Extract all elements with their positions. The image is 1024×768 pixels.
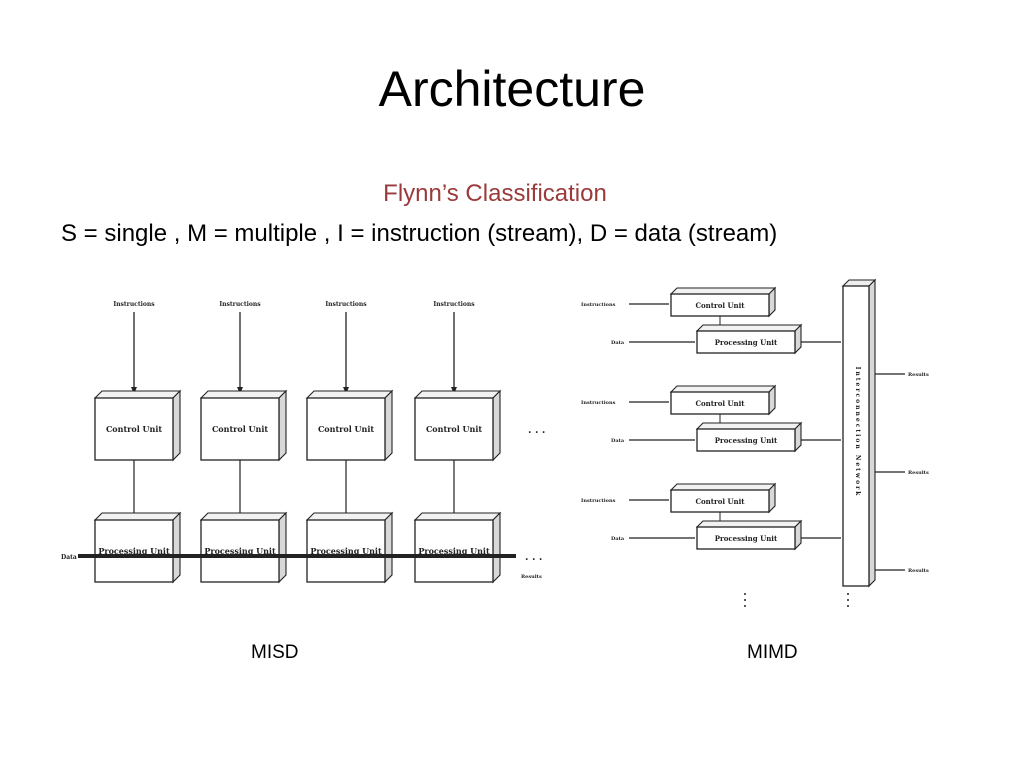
mimd-control-unit-1-top (669, 287, 777, 295)
mimd-instructions-label-1: Instructions (581, 302, 616, 308)
mimd-processing-unit-label-3: Processing Unit (715, 534, 778, 543)
mimd-unit-ellipsis-dot-1 (744, 593, 746, 595)
misd-processing-unit-1-side (172, 511, 181, 584)
mimd-processing-unit-3 (696, 526, 796, 550)
misd-processing-unit-label-4: Processing Unit (418, 546, 490, 556)
mimd-results-label-2: Results (908, 470, 929, 476)
misd-control-unit-label-1: Control Unit (106, 424, 162, 434)
misd-processing-unit-4-top (413, 512, 502, 521)
misd-processing-unit-3-side (384, 511, 393, 584)
misd-processing-unit-4 (414, 519, 494, 583)
misd-processing-unit-label-2: Processing Unit (204, 546, 276, 556)
mimd-interconnection-network (842, 285, 870, 587)
misd-processing-unit-1-top (93, 512, 182, 521)
mimd-control-unit-label-3: Control Unit (695, 497, 745, 506)
misd-control-unit-1-top (93, 390, 182, 399)
mimd-data-label-1: Data (611, 340, 625, 346)
mimd-processing-unit-1 (696, 330, 796, 354)
slide-subtitle: Flynn’s Classification (383, 180, 607, 207)
misd-control-unit-3-side (384, 389, 393, 462)
mimd-processing-unit-label-2: Processing Unit (715, 436, 778, 445)
mimd-unit-ellipsis-dot-3 (744, 605, 746, 607)
misd-instructions-label-3: Instructions (325, 301, 367, 308)
misd-control-ellipsis: . . . (528, 425, 545, 436)
misd-control-unit-3-top (305, 390, 394, 399)
mimd-processing-unit-2-top (695, 422, 803, 430)
abbreviation-definitions: S = single , M = multiple , I = instruct… (61, 220, 778, 247)
mimd-interconnect-label: Interconnection Network (854, 367, 861, 498)
mimd-control-unit-label-2: Control Unit (695, 399, 745, 408)
mimd-processing-unit-1-top (695, 324, 803, 332)
mimd-unit-ellipsis-dot-2 (744, 599, 746, 601)
mimd-network-ellipsis-dot-1 (847, 593, 849, 595)
misd-processing-unit-4-side (492, 511, 501, 584)
misd-control-unit-4-side (492, 389, 501, 462)
misd-processing-unit-2-side (278, 511, 287, 584)
misd-instructions-label-2: Instructions (219, 301, 261, 308)
misd-processing-unit-2-top (199, 512, 288, 521)
mimd-control-unit-3-top (669, 483, 777, 491)
misd-control-unit-2-top (199, 390, 288, 399)
mimd-results-label-3: Results (908, 568, 929, 574)
misd-data-ellipsis: . . . (525, 552, 542, 563)
mimd-network-side (868, 278, 876, 588)
misd-control-unit-label-2: Control Unit (212, 424, 268, 434)
mimd-data-label-3: Data (611, 536, 625, 542)
mimd-instructions-label-2: Instructions (581, 400, 616, 406)
misd-control-unit-1-side (172, 389, 181, 462)
misd-control-unit-4 (414, 397, 494, 461)
misd-control-unit-2 (200, 397, 280, 461)
mimd-results-label-1: Results (908, 372, 929, 378)
misd-processing-unit-3 (306, 519, 386, 583)
slide-title: Architecture (378, 61, 646, 117)
misd-instructions-label-1: Instructions (113, 301, 155, 308)
misd-control-unit-2-side (278, 389, 287, 462)
misd-processing-unit-label-3: Processing Unit (310, 546, 382, 556)
mimd-caption: MIMD (747, 642, 798, 663)
mimd-instructions-label-3: Instructions (581, 498, 616, 504)
misd-control-unit-label-3: Control Unit (318, 424, 374, 434)
mimd-processing-unit-label-1: Processing Unit (715, 338, 778, 347)
mimd-network-ellipsis-dot-2 (847, 599, 849, 601)
misd-control-unit-1 (94, 397, 174, 461)
misd-instructions-label-4: Instructions (433, 301, 475, 308)
mimd-control-unit-label-1: Control Unit (695, 301, 745, 310)
misd-control-unit-label-4: Control Unit (426, 424, 482, 434)
mimd-data-label-2: Data (611, 438, 625, 444)
misd-processing-unit-label-1: Processing Unit (98, 546, 170, 556)
mimd-network-ellipsis-dot-3 (847, 605, 849, 607)
misd-processing-unit-2 (200, 519, 280, 583)
misd-processing-unit-3-top (305, 512, 394, 521)
misd-caption: MISD (251, 642, 299, 663)
misd-control-unit-4-top (413, 390, 502, 399)
mimd-processing-unit-3-top (695, 520, 803, 528)
mimd-processing-unit-2 (696, 428, 796, 452)
misd-results-label: Results (521, 574, 542, 580)
misd-data-label: Data (61, 554, 77, 561)
misd-processing-unit-1 (94, 519, 174, 583)
mimd-control-unit-2-top (669, 385, 777, 393)
